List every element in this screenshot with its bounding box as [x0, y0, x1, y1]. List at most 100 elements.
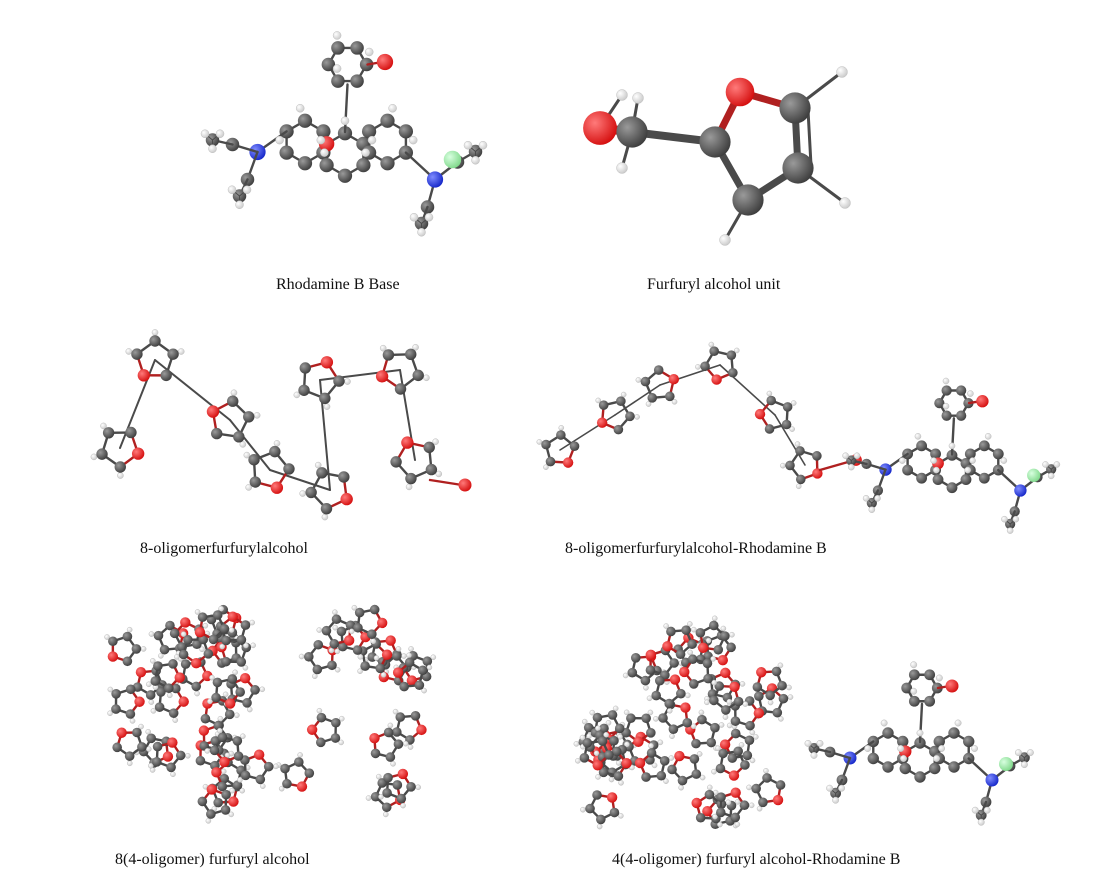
- atom-c: [585, 803, 595, 814]
- atom-c: [721, 705, 731, 715]
- atom-h: [668, 755, 675, 761]
- atom-o: [729, 681, 740, 692]
- atom-c: [255, 774, 266, 785]
- atom-c: [154, 702, 165, 712]
- atom-c: [658, 713, 668, 723]
- atom-c: [303, 651, 314, 662]
- atom-h: [395, 646, 402, 652]
- atom-h: [942, 377, 950, 385]
- atom-h: [140, 646, 147, 652]
- atom-h: [749, 757, 756, 764]
- atom-h: [874, 495, 881, 502]
- atom-c: [782, 402, 793, 412]
- atom-h: [763, 767, 769, 774]
- atom-h: [217, 715, 224, 722]
- atom-c: [232, 780, 243, 791]
- atom-c: [929, 762, 941, 775]
- atom-o: [375, 370, 389, 383]
- atom-o: [385, 635, 396, 646]
- atom-h: [202, 622, 209, 629]
- atom-h: [375, 773, 382, 780]
- atom-h: [738, 742, 745, 748]
- atom-h: [249, 619, 256, 626]
- atom-c: [765, 690, 775, 701]
- atom-c: [941, 410, 952, 421]
- atom-h: [983, 806, 991, 814]
- atom-h: [185, 752, 191, 759]
- atom-c: [236, 657, 247, 667]
- atom-c: [766, 395, 777, 406]
- atom-h: [400, 802, 406, 809]
- atom-c: [716, 807, 726, 818]
- atom-o: [167, 737, 178, 748]
- atom-c: [758, 797, 768, 808]
- atom-c: [160, 369, 172, 382]
- atom-h: [243, 451, 251, 459]
- atom-o: [674, 750, 685, 762]
- atom-h: [242, 185, 252, 194]
- atom-c: [706, 737, 717, 748]
- atom-h: [273, 763, 279, 770]
- atom-h: [595, 397, 602, 404]
- atom-c: [897, 735, 909, 748]
- atom-h: [616, 162, 628, 174]
- atom-c: [391, 651, 402, 661]
- atom-h: [603, 731, 609, 738]
- atom-c: [405, 348, 417, 361]
- atom-h: [954, 719, 962, 727]
- atom-h: [316, 707, 323, 714]
- atom-c: [640, 376, 651, 387]
- atom-h: [581, 718, 588, 725]
- atom-c: [733, 746, 743, 757]
- atom-h: [842, 452, 849, 460]
- panel-8-oligomer: 8-oligomerfurfurylalcohol: [70, 320, 490, 565]
- atom-c: [645, 665, 656, 675]
- atom-o: [134, 696, 145, 707]
- atom-h: [365, 795, 372, 801]
- atom-h: [312, 673, 318, 680]
- atom-c: [545, 456, 556, 467]
- atom-c: [410, 710, 421, 721]
- bond: [774, 414, 806, 466]
- atom-c: [122, 631, 133, 642]
- atom-h: [705, 637, 712, 644]
- atom-h: [148, 699, 155, 705]
- atom-o: [645, 649, 657, 660]
- atom-h: [423, 374, 430, 382]
- atom-h: [794, 441, 801, 447]
- atom-h: [278, 785, 285, 792]
- atom-c: [312, 664, 323, 675]
- atom-h: [298, 653, 305, 660]
- atom-o: [562, 457, 574, 468]
- atom-h: [237, 777, 243, 783]
- atom-c: [395, 712, 406, 722]
- caption-furfuryl-alcohol-unit: Furfuryl alcohol unit: [647, 276, 781, 293]
- atom-o: [397, 768, 409, 780]
- atom-h: [1001, 515, 1008, 523]
- atom-h: [194, 609, 201, 615]
- atom-c: [924, 669, 936, 681]
- atom-h: [712, 813, 718, 820]
- atom-c: [908, 695, 920, 707]
- atom-c: [168, 708, 179, 718]
- atom-h: [789, 426, 795, 432]
- atom-c: [356, 158, 371, 173]
- atom-o: [219, 756, 230, 768]
- atom-h: [216, 727, 223, 734]
- atom-h: [790, 400, 797, 406]
- molecule-rhodamine-b-base: [200, 31, 488, 237]
- atom-c: [178, 649, 189, 660]
- atom-c: [382, 349, 395, 361]
- atom-c: [616, 116, 648, 148]
- atom-c: [924, 695, 936, 707]
- atom-h: [690, 723, 697, 730]
- atom-c: [398, 124, 414, 139]
- atom-c: [333, 375, 345, 387]
- atom-c: [219, 773, 230, 784]
- atom-c: [569, 441, 580, 451]
- atom-c: [992, 448, 1004, 460]
- atom-c: [653, 365, 664, 375]
- atom-c: [168, 659, 178, 669]
- atom-c: [353, 622, 363, 633]
- atom-c: [651, 690, 661, 701]
